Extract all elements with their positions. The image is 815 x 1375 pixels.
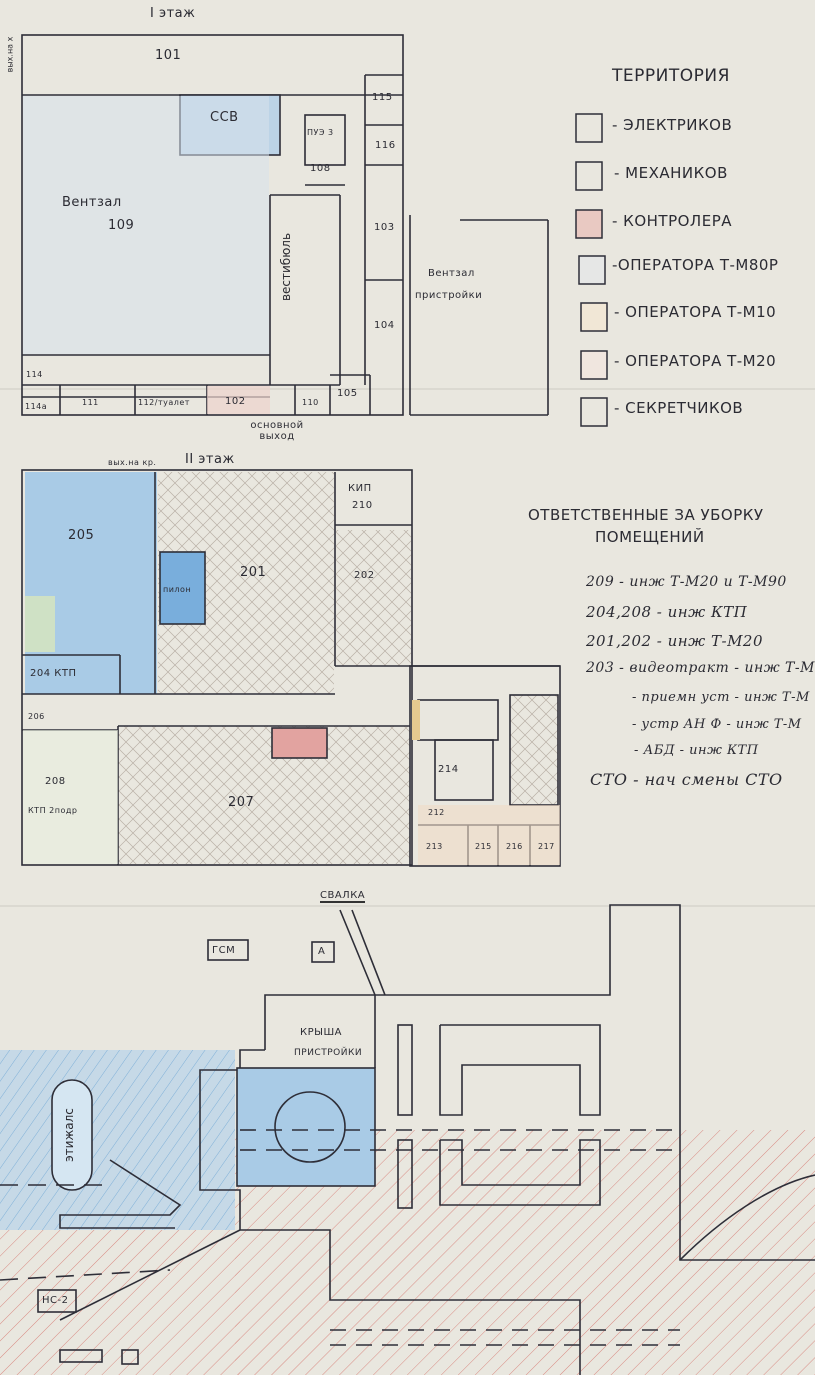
responsibility-line: 203 - видеотракт - инж Т-М [586,660,815,676]
roof-drawing [0,904,815,1375]
dump-label: СВАЛКА [320,890,366,903]
room-214: 214 [438,764,459,775]
corridor-label: вестибюль [279,232,294,302]
floor2-title: II этаж [185,452,235,467]
responsibility-line: 201,202 - инж Т-М20 [586,632,764,650]
room-216: 216 [506,842,523,851]
room-105: 105 [337,388,358,399]
room-kip: КИП [348,483,372,494]
roof-label-1: КРЫША [300,1027,342,1038]
room-108: 108 [310,163,331,174]
paper-fold [0,388,815,390]
floor2-walls [21,469,561,867]
legend-item-controller: - КОНТРОЛЕРА [612,212,732,230]
room-114: 114 [26,370,43,379]
room-215: 215 [475,842,492,851]
legend-item-tm20: - ОПЕРАТОРА Т-М20 [614,352,777,370]
room-114a: 114а [25,402,48,411]
room-110: 110 [302,398,319,407]
room-116: 116 [375,140,396,151]
responsibility-line: - устр АН Ф - инж Т-М [632,717,802,732]
hall2-name: Вентзал [428,268,475,279]
responsibility-line: СТО - нач смены СТО [590,770,783,789]
room-pue: ПУЭ 3 [307,128,334,137]
responsibility-line: - АБД - инж КТП [634,743,759,758]
room-208-sub: КТП 2подр [28,806,78,815]
room-ccb: ССВ [210,110,239,125]
ns2-label: НС-2 [42,1295,69,1306]
room-206: 206 [28,712,45,721]
responsibility-line: 209 - инж Т-М20 и Т-М90 [586,574,787,590]
paper-fold [0,905,815,907]
room-201: 201 [240,565,267,580]
room-204: 204 КТП [30,668,77,679]
room-207: 207 [228,795,255,810]
legend-item-secretaries: - СЕКРЕТЧИКОВ [614,399,744,417]
room-213: 213 [426,842,443,851]
responsibility-title-2: ПОМЕЩЕНИЙ [595,528,705,546]
legend-swatches [575,113,608,427]
hall-name: Вентзал [62,195,122,210]
room-112: 112/туалет [138,398,190,407]
legend-item-electricians: - ЭЛЕКТРИКОВ [612,116,733,134]
roof-label-2: ПРИСТРОЙКИ [294,1048,363,1058]
room-202: 202 [354,570,375,581]
room-104: 104 [374,320,395,331]
room-pult: пилон [163,585,192,594]
room-205: 205 [68,528,95,543]
legend-title: ТЕРРИТОРИЯ [612,66,730,86]
room-103: 103 [374,222,395,233]
room-217: 217 [538,842,555,851]
responsibility-line: - приемн уст - инж Т-М [632,690,810,705]
legend-item-tm80r: -ОПЕРАТОРА Т-М80Р [612,256,779,274]
legend-item-tm10: - ОПЕРАТОРА Т-М10 [614,303,777,321]
room-101: 101 [155,48,182,63]
roof-exit-label: вых.на кр. [108,458,157,467]
room-111: 111 [82,398,99,407]
room-210: 210 [352,500,373,511]
a-label: А [318,946,326,957]
floor1-title: I этаж [150,6,196,21]
room-212: 212 [428,808,445,817]
room-115: 115 [372,92,393,103]
responsibility-line: 204,208 - инж КТП [586,603,748,621]
room-102: 102 [225,396,246,407]
legend-item-mechanics: - МЕХАНИКОВ [614,164,728,182]
hall-number: 109 [108,218,135,233]
stairs-label: этижалс [61,1108,76,1162]
side-exit-label: вых.на х [5,36,15,73]
main-exit-label: основной выход [250,420,304,442]
room-208: 208 [45,776,66,787]
hall2-sub: пристройки [415,290,483,301]
responsibility-title-1: ОТВЕТСТВЕННЫЕ ЗА УБОРКУ [528,506,764,524]
gsm-label: ГСМ [212,945,236,956]
